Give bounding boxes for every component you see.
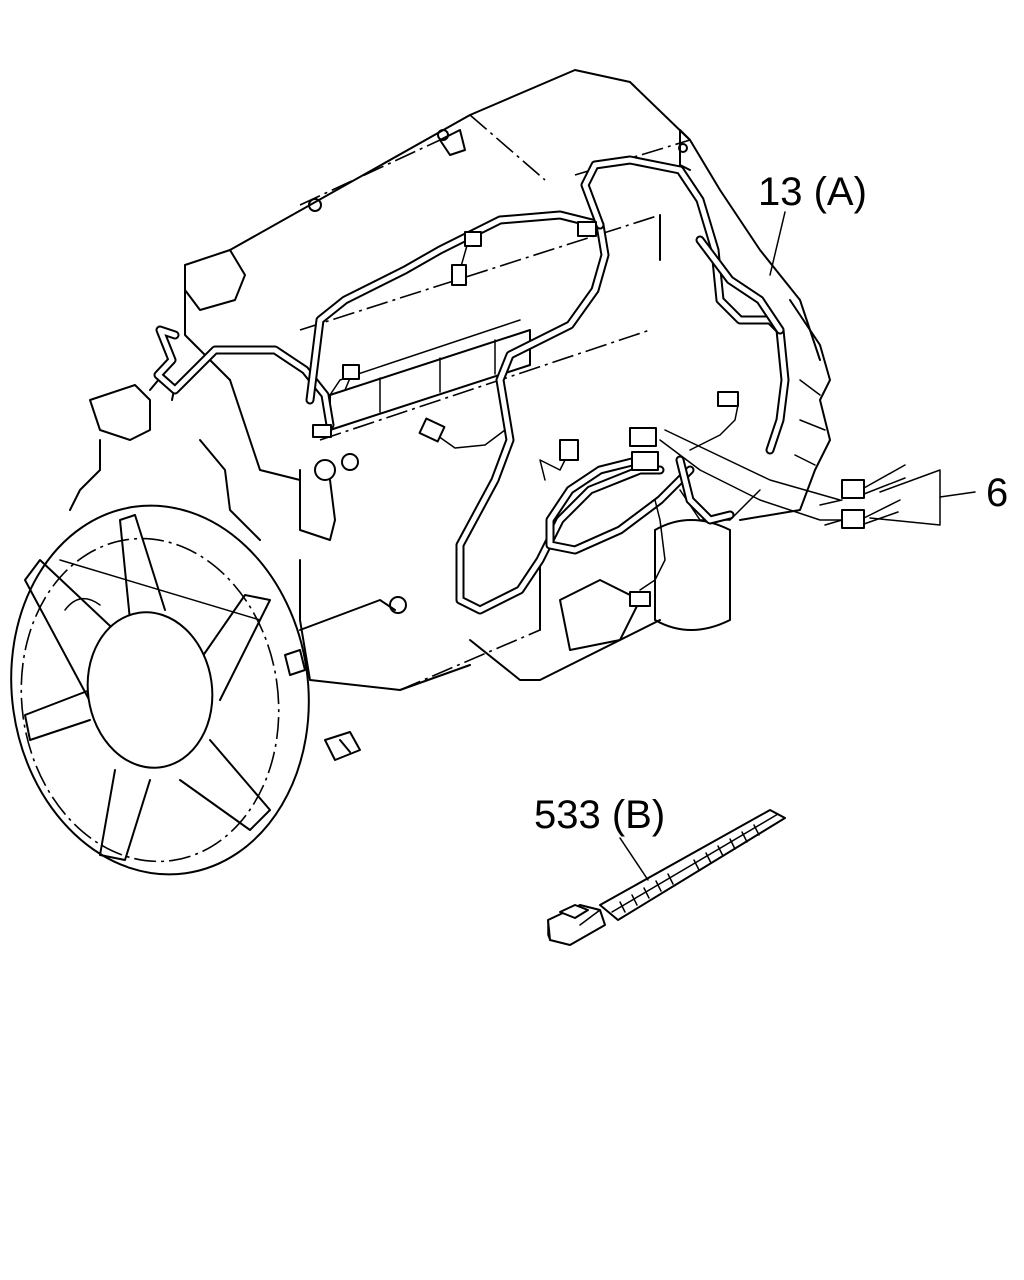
connector-center [418, 417, 446, 443]
callout-harness-13: 13 (A) [758, 170, 867, 214]
connector-bottom [629, 591, 651, 607]
connector-top-right [577, 221, 597, 237]
engine-block [69, 69, 831, 761]
leader-13 [769, 211, 786, 276]
cooling-fan [10, 504, 310, 876]
connector-lower-left [312, 424, 332, 438]
connector-6-lower [841, 509, 865, 529]
connector-cluster-upper [629, 427, 657, 447]
connector-right-upper [717, 391, 739, 407]
leader-533 [619, 837, 649, 881]
connector-left [342, 364, 360, 380]
connector-top [464, 231, 482, 247]
connectors [312, 221, 906, 607]
wiring-harness [153, 155, 846, 615]
connector-6-upper [841, 479, 865, 499]
connector-upper-mid [451, 264, 467, 286]
callout-connector-6: 6 [986, 471, 1008, 515]
cable-tie [547, 809, 786, 946]
leader-lines [619, 211, 976, 881]
callout-tie-533: 533 (B) [534, 793, 665, 837]
leader-6 [939, 491, 976, 498]
connector-cluster-lower [631, 451, 659, 471]
connector-middle [559, 439, 579, 461]
